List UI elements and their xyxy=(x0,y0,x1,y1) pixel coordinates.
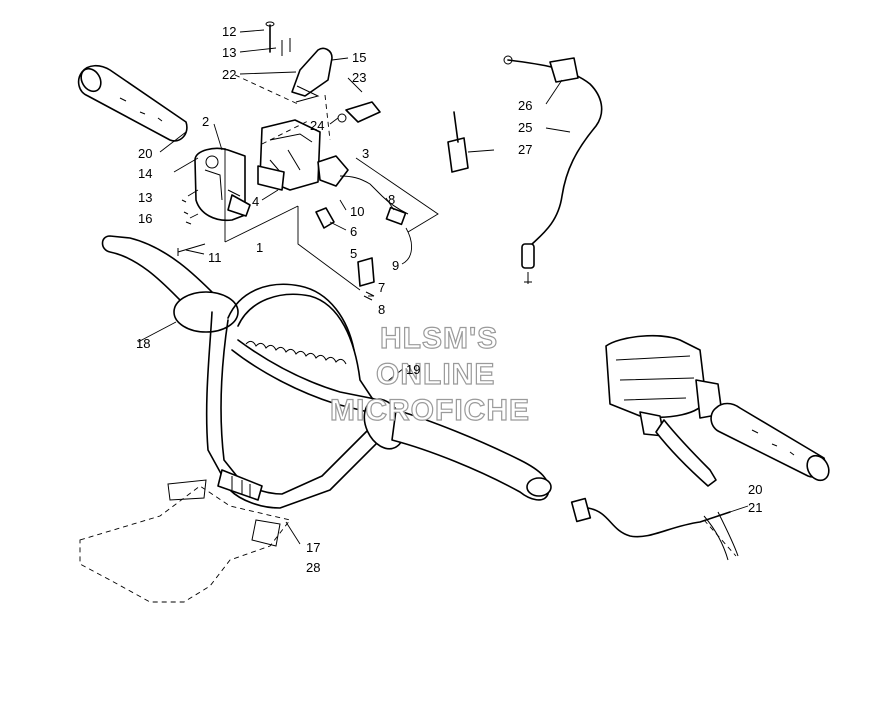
callout-25: 25 xyxy=(518,120,532,135)
watermark: HLSM'S ONLINE MICROFICHE xyxy=(329,321,530,427)
callout-16: 16 xyxy=(138,211,152,226)
callout-5: 5 xyxy=(350,246,357,261)
small-parts xyxy=(177,21,381,301)
callout-24: 24 xyxy=(310,118,324,133)
leader-lines xyxy=(137,29,749,545)
callout-21: 21 xyxy=(748,500,762,515)
callout-14: 14 xyxy=(138,166,152,181)
callout-20: 20 xyxy=(138,146,152,161)
callout-1: 1 xyxy=(256,240,263,255)
callout-27: 27 xyxy=(518,142,532,157)
callout-26: 26 xyxy=(518,98,532,113)
callout-6: 6 xyxy=(350,224,357,239)
callout-20: 20 xyxy=(748,482,762,497)
callout-7: 7 xyxy=(378,280,385,295)
brake-control xyxy=(605,334,723,487)
callout-19: 19 xyxy=(406,362,420,377)
callout-3: 3 xyxy=(362,146,369,161)
left-hand-grip xyxy=(77,64,188,142)
throttle-housing xyxy=(194,147,251,222)
callout-17: 17 xyxy=(306,540,320,555)
callout-8: 8 xyxy=(388,192,395,207)
callout-18: 18 xyxy=(136,336,150,351)
callout-22: 22 xyxy=(222,67,236,82)
callout-4: 4 xyxy=(252,194,259,209)
watermark-line-2: ONLINE xyxy=(376,358,495,391)
switch-assembly xyxy=(317,155,409,226)
callout-11: 11 xyxy=(208,250,222,265)
handlebar-pad xyxy=(79,479,291,603)
assembly-guide-lines xyxy=(224,74,439,291)
callout-13: 13 xyxy=(138,190,152,205)
watermark-line-1: HLSM'S xyxy=(380,322,498,355)
callout-8: 8 xyxy=(378,302,385,317)
callout-9: 9 xyxy=(392,258,399,273)
callout-23: 23 xyxy=(352,70,366,85)
callout-15: 15 xyxy=(352,50,366,65)
callout-2: 2 xyxy=(202,114,209,129)
callout-12: 12 xyxy=(222,24,236,39)
watermark-line-3: MICROFICHE xyxy=(330,394,530,427)
callout-28: 28 xyxy=(306,560,320,575)
callout-10: 10 xyxy=(350,204,364,219)
throttle-case xyxy=(257,119,321,191)
throttle-lever xyxy=(291,47,333,103)
callout-labels: 12 13 22 15 23 2 24 3 20 14 13 16 4 10 8… xyxy=(136,24,762,575)
heater-wire xyxy=(570,497,739,561)
throttle-cable xyxy=(447,55,603,284)
right-hand-grip xyxy=(710,402,830,482)
handlebar xyxy=(101,235,552,509)
callout-13: 13 xyxy=(222,45,236,60)
